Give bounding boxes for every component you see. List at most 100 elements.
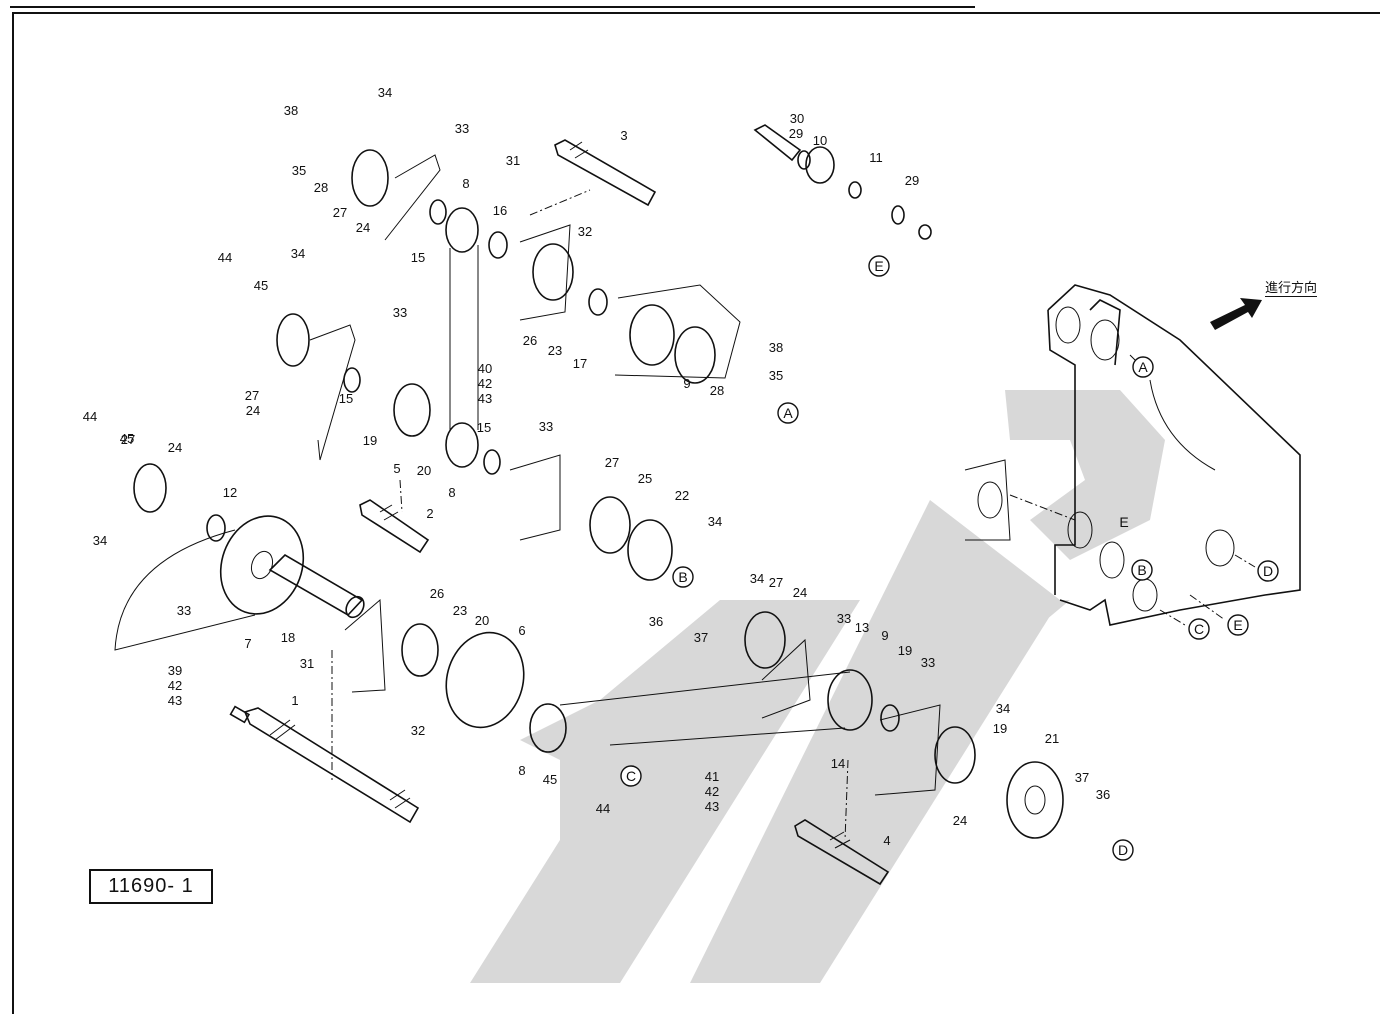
part-number-label: 28 [710, 383, 724, 398]
part-number-label: 42 [705, 784, 719, 799]
plate-17-hole [629, 304, 675, 366]
chain-39 [114, 529, 256, 651]
plate-top [384, 154, 441, 241]
part-number-label: 30 [790, 111, 804, 126]
part-number-label: 14 [831, 756, 845, 771]
sprocket-7 [219, 515, 305, 615]
part-number-label: 24 [953, 813, 967, 828]
idler-10 [805, 146, 835, 184]
part-number-label: 34 [291, 246, 305, 261]
reference-marker-circle [1132, 356, 1154, 378]
bearing-24-far-left [133, 463, 167, 513]
part-number-label: 27 [245, 388, 259, 403]
reference-marker-letter: A [783, 405, 793, 421]
part-number-label: 15 [477, 420, 491, 435]
part-number-label: 38 [769, 340, 783, 355]
reference-marker-letter: C [1194, 621, 1204, 637]
sprocket-9-bottom [827, 669, 873, 731]
part-number-label: 29 [905, 173, 919, 188]
part-number-label: 5 [393, 461, 400, 476]
part-number-label: 15 [411, 250, 425, 265]
collar-12 [206, 514, 226, 542]
reference-marker-letter: E [1233, 617, 1242, 633]
bearing-24-right [744, 611, 786, 669]
collar-17 [588, 288, 608, 316]
part-number-label: 3 [620, 128, 627, 143]
part-number-label: 20 [475, 613, 489, 628]
part-number-label: 26 [523, 333, 537, 348]
leader-4 [844, 759, 849, 841]
collar-14 [880, 704, 900, 732]
part-number-label: 32 [411, 723, 425, 738]
part-number-label: 32 [578, 224, 592, 239]
part-number-label: 37 [1075, 770, 1089, 785]
plate-lower-right [874, 704, 941, 796]
reference-marker-letter: A [1138, 359, 1148, 375]
part-number-label: 36 [649, 614, 663, 629]
leader-e2 [1189, 594, 1226, 621]
reference-marker-circle [777, 402, 799, 424]
reference-marker-circle [1112, 839, 1134, 861]
shaft-3 [554, 139, 657, 207]
shaft-4 [794, 819, 890, 886]
travel-direction-arrow-icon [1210, 298, 1262, 330]
reference-marker-letter: E [1119, 514, 1128, 530]
part-number-label: 9 [881, 628, 888, 643]
part-number-label: 34 [750, 571, 764, 586]
plate-17 [614, 284, 741, 379]
part-number-label: 2 [426, 506, 433, 521]
reference-marker-letter: B [1137, 562, 1146, 578]
part-number-label: 22 [675, 488, 689, 503]
part-number-label: 24 [246, 403, 260, 418]
reference-marker-circle [620, 765, 642, 787]
drawing-frame [12, 12, 1380, 1014]
part-number-label: 27 [605, 455, 619, 470]
diagram-code-box: 11690- 1 [89, 869, 213, 904]
pulley-21-hub [1024, 785, 1046, 815]
reference-marker-circle [1131, 559, 1153, 581]
part-number-label: 27 [333, 205, 347, 220]
part-number-label: 45 [254, 278, 268, 293]
collar-15-middle [483, 449, 501, 475]
plate-bottom [344, 598, 386, 693]
sprocket-8-top [445, 207, 479, 253]
part-number-label: 45 [543, 772, 557, 787]
part-number-label: 34 [708, 514, 722, 529]
part-number-label: 43 [478, 391, 492, 406]
part-number-label: 8 [448, 485, 455, 500]
part-number-label: 34 [378, 85, 392, 100]
part-number-label: 19 [363, 433, 377, 448]
part-number-label: 33 [921, 655, 935, 670]
part-number-labels: 1234567888991011121314151515161718191919… [83, 85, 1110, 848]
sprocket-8-bottom [529, 703, 567, 753]
plate-center [519, 224, 571, 321]
detail-e-assembly [753, 124, 932, 240]
part-number-label: 23 [453, 603, 467, 618]
reference-marker-letter: D [1263, 563, 1273, 579]
part-number-label: 28 [314, 180, 328, 195]
part-number-label: 1 [291, 693, 298, 708]
reference-marker-circle [1188, 618, 1210, 640]
plate-right [761, 638, 811, 719]
part-number-label: 44 [596, 801, 610, 816]
part-number-label: 7 [244, 636, 251, 651]
part-number-label: 16 [493, 203, 507, 218]
reference-marker-letter: C [626, 768, 636, 784]
part-number-label: 25 [638, 471, 652, 486]
collar-16 [488, 231, 508, 259]
bearing-24-lower-right [934, 726, 976, 784]
plate-middle [509, 454, 561, 541]
part-number-label: 24 [168, 440, 182, 455]
tube-18 [268, 553, 365, 619]
part-number-label: 41 [705, 769, 719, 784]
part-number-label: 35 [769, 368, 783, 383]
part-number-label: 36 [1096, 787, 1110, 802]
bearing-24-left [276, 313, 310, 367]
plate-left [309, 324, 356, 461]
part-number-label: 34 [93, 533, 107, 548]
part-number-label: 8 [518, 763, 525, 778]
part-number-label: 11 [869, 150, 883, 165]
part-number-label: 24 [793, 585, 807, 600]
parts-drawing [114, 124, 1301, 886]
part-number-label: 4 [883, 833, 890, 848]
